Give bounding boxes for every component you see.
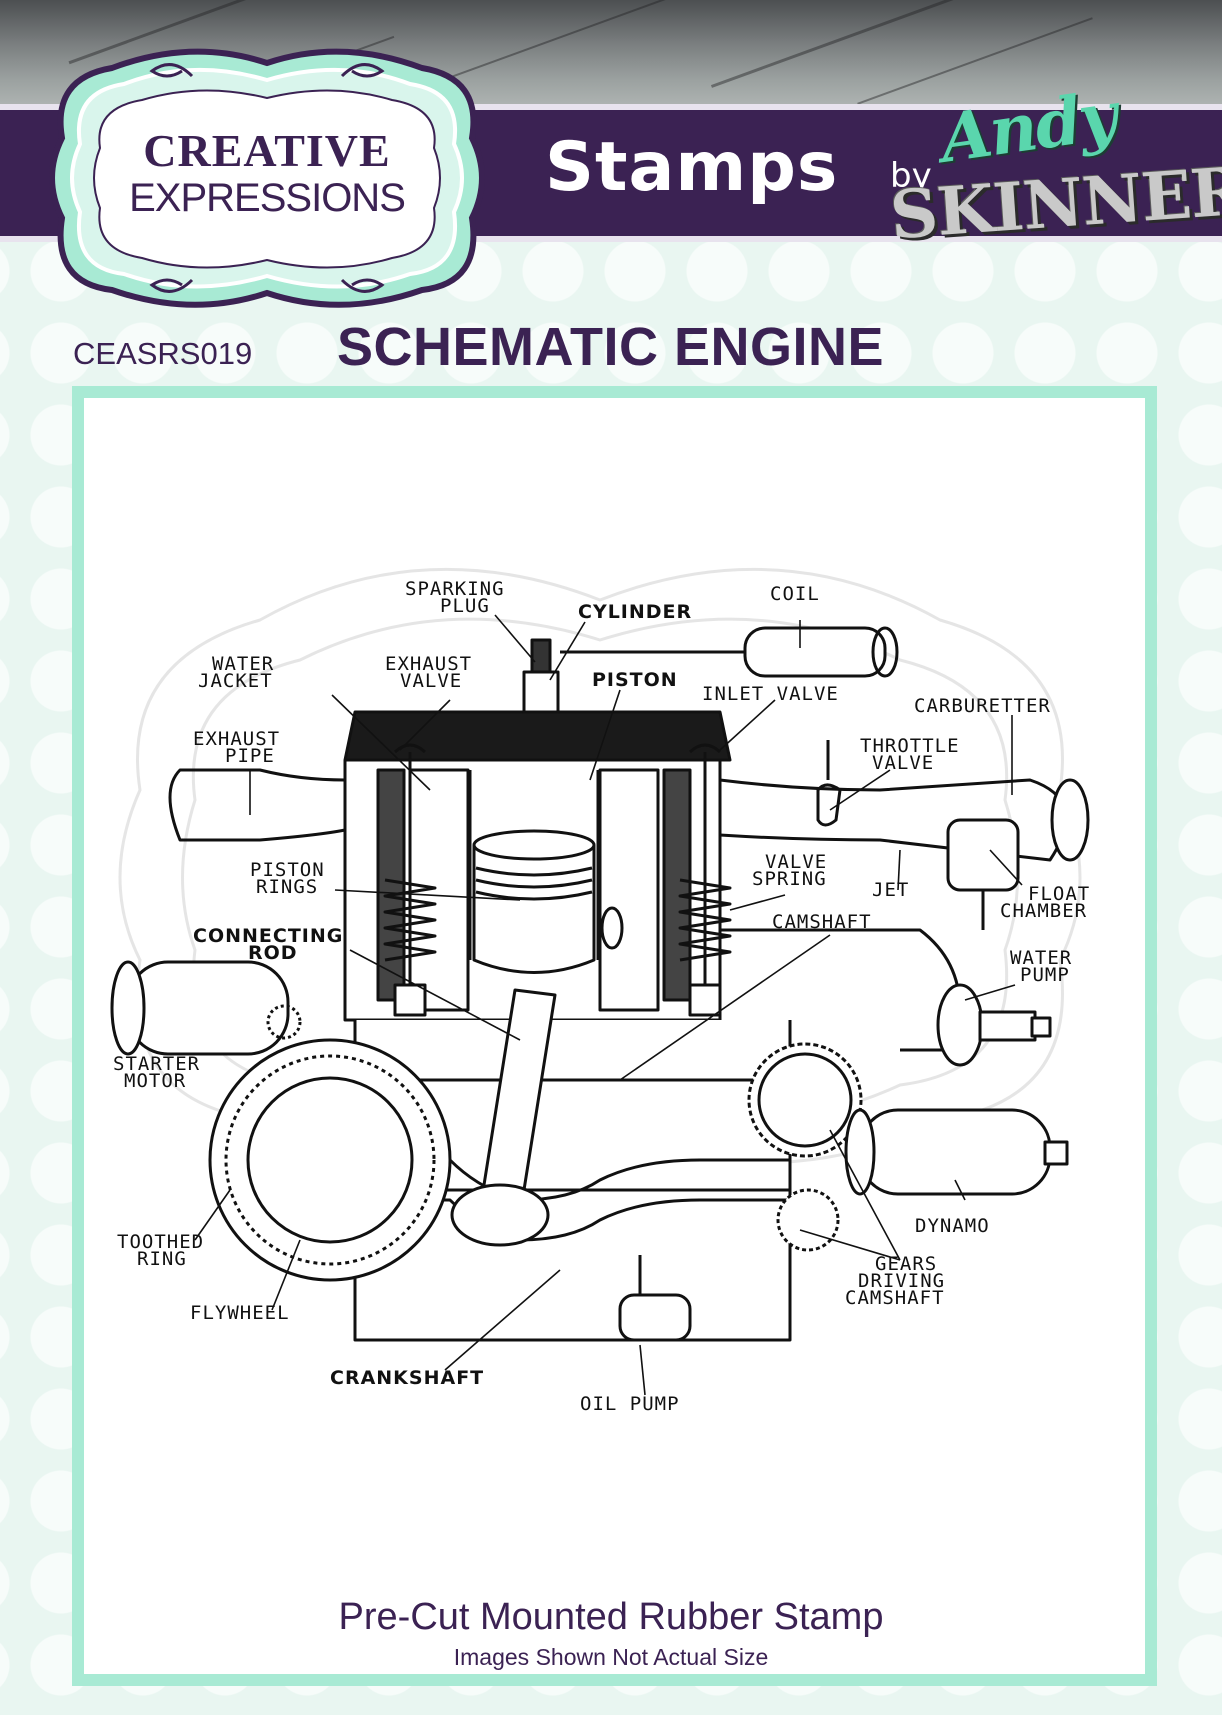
brand-logo: CREATIVE EXPRESSIONS <box>42 28 492 326</box>
label-piston-rings-2: RINGS <box>256 876 318 898</box>
label-cylinder: CYLINDER <box>578 601 692 623</box>
label-crankshaft: CRANKSHAFT <box>330 1367 484 1389</box>
label-exhaust-pipe-2: PIPE <box>225 745 275 767</box>
stamp-frame-inner-line <box>86 400 1143 1672</box>
label-float-chamber: FLOAT <box>1028 883 1090 905</box>
label-piston: PISTON <box>592 669 678 691</box>
label-exhaust-pipe: EXHAUST <box>193 728 280 750</box>
label-sparking-plug: SPARKING <box>405 578 505 600</box>
label-float-chamber-2: CHAMBER <box>1000 900 1087 922</box>
label-coil: COIL <box>770 583 820 605</box>
label-starter-motor: STARTER <box>113 1053 200 1075</box>
diagram-labels: SPARKING PLUG CYLINDER COIL WATER JACKET… <box>113 578 1090 1415</box>
banner-title: Stamps <box>545 128 839 207</box>
label-toothed-ring: TOOTHED <box>117 1231 204 1253</box>
label-throttle-valve-2: VALVE <box>872 752 934 774</box>
label-oil-pump: OIL PUMP <box>580 1393 680 1415</box>
label-toothed-ring-2: RING <box>137 1248 187 1270</box>
label-jet: JET <box>872 879 909 901</box>
label-exhaust-valve: EXHAUST <box>385 653 472 675</box>
product-title: SCHEMATIC ENGINE <box>337 317 885 377</box>
label-inlet-valve: INLET VALVE <box>702 683 839 705</box>
label-water-jacket: WATER <box>212 653 274 675</box>
label-connecting-rod-2: ROD <box>248 942 298 964</box>
label-gears: GEARS <box>875 1253 937 1275</box>
label-gears-2: DRIVING <box>858 1270 945 1292</box>
label-leader-lines <box>194 614 1023 1396</box>
label-carburetter: CARBURETTER <box>914 695 1051 717</box>
footer-size-note: Images Shown Not Actual Size <box>453 1644 769 1670</box>
label-connecting-rod: CONNECTING <box>193 925 343 947</box>
label-exhaust-valve-2: VALVE <box>400 670 462 692</box>
label-water-pump: WATER <box>1010 947 1072 969</box>
logo-frame-icon <box>49 48 485 308</box>
label-starter-motor-2: MOTOR <box>124 1070 186 1092</box>
engine-schematic-illustration: SPARKING PLUG CYLINDER COIL WATER JACKET… <box>110 567 1090 1415</box>
label-throttle-valve: THROTTLE <box>860 735 960 757</box>
label-valve-spring: VALVE <box>765 851 827 873</box>
label-camshaft: CAMSHAFT <box>772 911 872 933</box>
footer-product-type: Pre-Cut Mounted Rubber Stamp <box>338 1596 884 1638</box>
label-valve-spring-2: SPRING <box>752 868 827 890</box>
label-gears-3: CAMSHAFT <box>845 1287 945 1309</box>
label-piston-rings: PISTON <box>250 859 325 881</box>
engine-drawing <box>110 626 1090 1342</box>
logo-text-expressions: EXPRESSIONS <box>129 176 406 220</box>
label-dynamo: DYNAMO <box>915 1215 990 1237</box>
product-code: CEASRS019 <box>73 336 253 371</box>
logo-text-creative: CREATIVE <box>143 125 391 176</box>
label-water-pump-2: PUMP <box>1020 964 1070 986</box>
banner-by: by <box>890 156 932 196</box>
label-water-jacket-2: JACKET <box>198 670 273 692</box>
label-sparking-plug-2: PLUG <box>440 595 490 617</box>
label-flywheel: FLYWHEEL <box>190 1302 290 1324</box>
